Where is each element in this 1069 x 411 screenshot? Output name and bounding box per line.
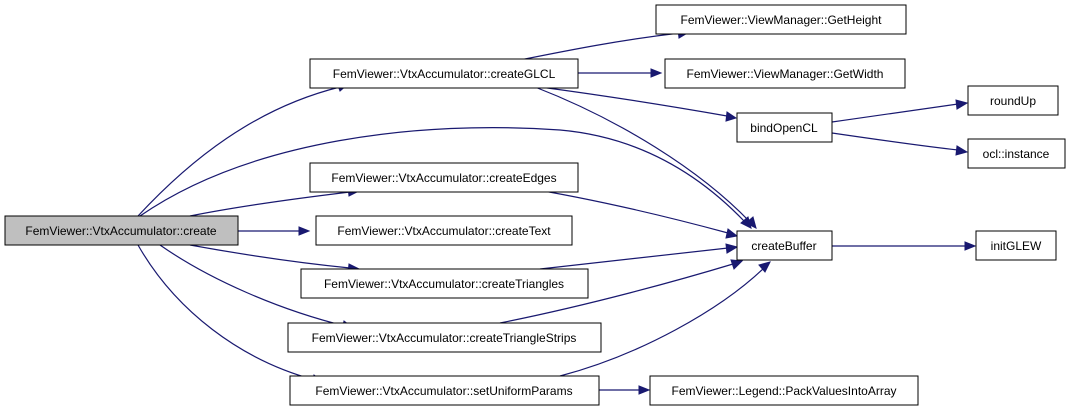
edge-create-createEdges — [189, 191, 351, 217]
node-packValues[interactable]: FemViewer::Legend::PackValuesIntoArray — [649, 375, 919, 406]
arrowhead-setUniformParams-packValues — [638, 385, 651, 395]
node-oclInstance-label: ocl::instance — [983, 147, 1050, 161]
node-createEdges-label: FemViewer::VtxAccumulator::createEdges — [331, 171, 556, 185]
node-create-label: FemViewer::VtxAccumulator::create — [25, 224, 217, 238]
node-getWidth[interactable]: FemViewer::ViewManager::GetWidth — [664, 58, 906, 89]
node-createText-label: FemViewer::VtxAccumulator::createText — [337, 224, 551, 238]
edge-createGLCL-getHeight — [519, 32, 681, 61]
edge-create-createBuffer — [139, 127, 746, 223]
node-createText[interactable]: FemViewer::VtxAccumulator::createText — [315, 215, 573, 246]
arrowhead-createGLCL-bindOpenCL — [725, 111, 738, 122]
edge-create-createTriangleStrips — [159, 244, 346, 327]
edge-createTriangles-createBuffer — [539, 247, 729, 270]
edges — [137, 28, 977, 395]
node-createTriangleStrips[interactable]: FemViewer::VtxAccumulator::createTriangl… — [287, 322, 602, 353]
node-createTriangles[interactable]: FemViewer::VtxAccumulator::createTriangl… — [300, 268, 589, 299]
arrowhead-createTriangleStrips-createBuffer — [730, 259, 744, 270]
arrowhead-createGLCL-getWidth — [650, 68, 663, 78]
node-createGLCL-label: FemViewer::VtxAccumulator::createGLCL — [333, 67, 556, 81]
edge-bindOpenCL-roundUp — [831, 103, 959, 123]
node-setUniformParams-label: FemViewer::VtxAccumulator::setUniformPar… — [315, 384, 572, 398]
node-roundUp-label: roundUp — [990, 94, 1036, 108]
node-createEdges[interactable]: FemViewer::VtxAccumulator::createEdges — [309, 162, 579, 193]
edge-createGLCL-createBuffer — [534, 86, 751, 223]
arrowhead-createEdges-createBuffer — [725, 228, 739, 239]
arrowhead-bindOpenCL-oclInstance — [955, 145, 969, 156]
node-roundUp[interactable]: roundUp — [967, 85, 1059, 116]
node-createTriangleStrips-label: FemViewer::VtxAccumulator::createTriangl… — [312, 331, 577, 345]
arrowhead-createTriangles-createBuffer — [725, 243, 739, 254]
arrowhead-setUniformParams-createBuffer — [758, 261, 771, 273]
edge-bindOpenCL-oclInstance — [831, 132, 959, 151]
edge-create-createTriangles — [189, 244, 351, 269]
node-packValues-label: FemViewer::Legend::PackValuesIntoArray — [671, 384, 896, 398]
node-initGLEW[interactable]: initGLEW — [975, 230, 1057, 261]
arrowhead-createGLCL-createBuffer — [745, 216, 757, 229]
nodes: FemViewer::VtxAccumulator::create FemVie… — [4, 4, 1066, 406]
arrowhead-bindOpenCL-roundUp — [955, 99, 969, 110]
edge-createTriangleStrips-createBuffer — [499, 263, 734, 324]
node-createBuffer-label: createBuffer — [751, 239, 816, 253]
node-bindOpenCL[interactable]: bindOpenCL — [736, 112, 833, 143]
node-createBuffer[interactable]: createBuffer — [736, 230, 833, 261]
node-getHeight[interactable]: FemViewer::ViewManager::GetHeight — [655, 4, 907, 35]
node-create[interactable]: FemViewer::VtxAccumulator::create — [4, 215, 239, 246]
arrowhead-createBuffer-initGLEW — [964, 241, 977, 251]
node-createTriangles-label: FemViewer::VtxAccumulator::createTriangl… — [324, 277, 564, 291]
node-getWidth-label: FemViewer::ViewManager::GetWidth — [687, 67, 884, 81]
node-setUniformParams[interactable]: FemViewer::VtxAccumulator::setUniformPar… — [289, 375, 600, 406]
node-initGLEW-label: initGLEW — [991, 239, 1042, 253]
arrowhead-create-createText — [298, 226, 311, 236]
node-getHeight-label: FemViewer::ViewManager::GetHeight — [681, 13, 883, 27]
node-createGLCL[interactable]: FemViewer::VtxAccumulator::createGLCL — [309, 58, 579, 89]
edge-createGLCL-bindOpenCL — [539, 86, 728, 117]
node-oclInstance[interactable]: ocl::instance — [967, 138, 1066, 169]
edge-setUniformParams-createBuffer — [559, 267, 765, 377]
edge-create-createGLCL — [137, 86, 341, 217]
edge-create-setUniformParams — [137, 244, 316, 381]
node-bindOpenCL-label: bindOpenCL — [750, 121, 818, 135]
